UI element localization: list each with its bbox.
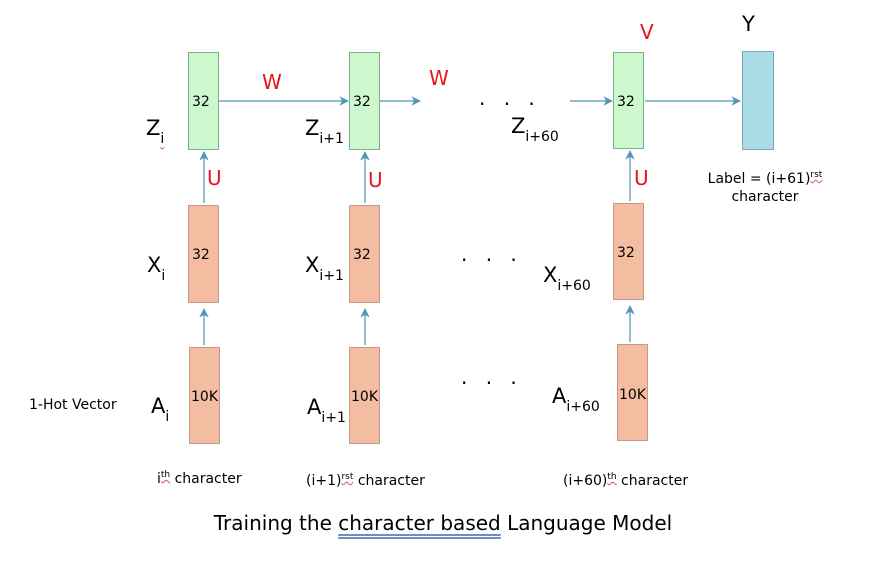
hidden-state-label-2-sub: i+1 [319,131,344,147]
character-caption-2-pre: (i+1) [306,473,342,489]
character-caption-3-post: character [616,473,689,489]
input-label-2-sub: i+1 [319,268,344,284]
diagram-caption: Training the character based Language Mo… [0,511,886,535]
ellipsis-input-row: . . . [461,242,523,266]
output-label-line1-sup: rst [810,170,823,180]
output-box-y [742,51,774,150]
weight-label-w-2: W [429,66,449,90]
weight-label-w-1: W [262,70,282,94]
input-box-x-3: 32 [613,203,644,300]
hidden-box-z-3: 32 [613,52,644,149]
input-label-1-main: X [147,253,162,277]
output-label-line1: Label = (i+61)rst [690,170,840,187]
input-box-x-2: 32 [349,205,380,303]
input-label-3-sub: i+60 [557,278,591,294]
hidden-state-label-2-main: Z [305,116,320,140]
character-caption-1-post: character [170,471,242,487]
onehot-box-a-2: 10K [349,347,380,444]
input-label-2-main: X [305,253,320,277]
onehot-label-2: Ai+1 [307,395,346,426]
hidden-state-label-3: Zi+60 [511,114,559,145]
weight-label-u-1: U [207,166,222,190]
output-label-line2: character [731,189,799,205]
hidden-state-label-1-main: Z [146,116,161,140]
hidden-state-label-2: Zi+1 [305,116,344,147]
onehot-box-a-1: 10K [189,347,220,444]
character-caption-1-sup: th [160,470,171,480]
hidden-box-z-2: 32 [349,52,380,150]
diagram-caption-post: Language Model [500,511,673,535]
input-box-x-1-value: 32 [192,247,210,263]
onehot-label-1: Ai [151,394,169,425]
weight-label-v: V [640,20,654,44]
diagram-caption-underlined: character based [338,511,501,535]
output-label-y: Y [742,12,755,36]
diagram-caption-pre: Training the [213,511,339,535]
character-caption-1: ith character [157,470,242,487]
ellipsis-onehot-row: . . . [461,365,523,389]
character-caption-2-sup: rst [341,472,354,482]
ellipsis-hidden-row: . . . [479,86,541,110]
input-label-3-main: X [543,263,558,287]
hidden-state-label-3-main: Z [511,114,526,138]
onehot-label-3-main: A [552,384,567,408]
weight-label-u-2: U [368,168,383,192]
onehot-label-3: Ai+60 [552,384,600,415]
input-label-1-sub: i [161,268,166,284]
input-label-3: Xi+60 [543,263,591,294]
character-caption-3-sup: th [607,472,617,482]
hidden-box-z-1-value: 32 [192,94,210,110]
onehot-label-2-main: A [307,395,322,419]
input-box-x-2-value: 32 [353,247,371,263]
character-caption-2: (i+1)rst character [306,472,425,489]
onehot-label-1-sub: i [165,409,170,425]
hidden-state-label-1: Zi [146,116,164,147]
character-caption-3-pre: (i+60) [563,473,608,489]
onehot-box-a-1-value: 10K [191,389,218,405]
character-caption-1-pre: i [157,471,161,487]
hidden-state-label-3-sub: i+60 [525,129,559,145]
output-label-text: Label = (i+61)rst character [690,170,840,205]
character-caption-2-post: character [353,473,425,489]
onehot-label-3-sub: i+60 [566,399,600,415]
character-caption-3: (i+60)th character [563,472,689,489]
onehot-box-a-3: 10K [617,344,648,441]
input-label-1: Xi [147,253,165,284]
weight-label-u-3: U [634,166,649,190]
hidden-box-z-1: 32 [188,52,219,150]
onehot-label-1-main: A [151,394,166,418]
input-label-2: Xi+1 [305,253,344,284]
hidden-state-label-1-sub: i [160,131,165,147]
hidden-box-z-3-value: 32 [617,94,635,110]
one-hot-vector-caption: 1-Hot Vector [29,397,117,413]
hidden-box-z-2-value: 32 [353,94,371,110]
onehot-box-a-3-value: 10K [619,387,646,403]
output-label-line1-main: Label = (i+61) [707,171,811,187]
input-box-x-3-value: 32 [617,245,635,261]
onehot-box-a-2-value: 10K [351,389,378,405]
input-box-x-1: 32 [188,205,219,303]
onehot-label-2-sub: i+1 [321,410,346,426]
